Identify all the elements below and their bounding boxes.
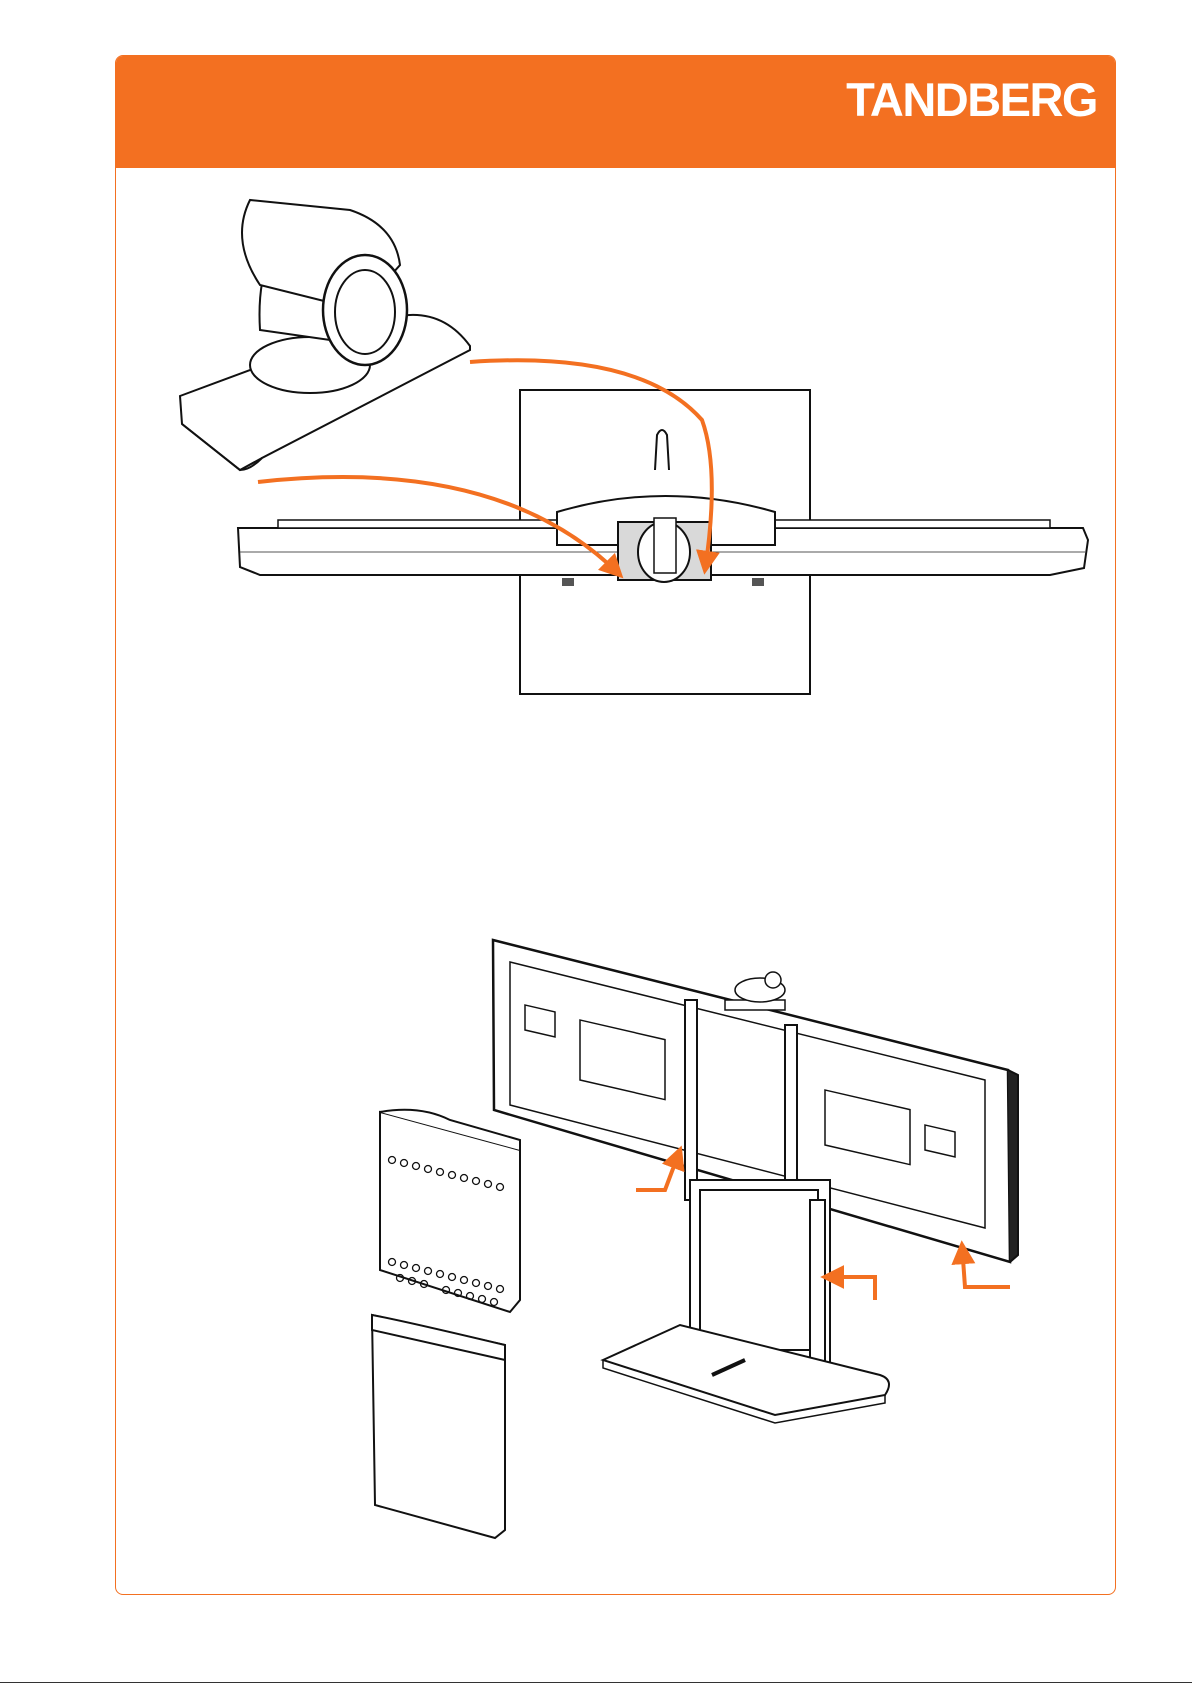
camera-mounting-diagram xyxy=(180,200,1088,694)
mini-camera xyxy=(725,972,785,1010)
lower-cover xyxy=(372,1315,505,1538)
footer-rule xyxy=(0,1682,1192,1683)
mount-post xyxy=(655,430,669,470)
stand-cover-assembly-diagram xyxy=(372,940,1018,1538)
pointer-arrow-center xyxy=(825,1277,875,1300)
upper-cover xyxy=(380,1110,520,1312)
camera-unit xyxy=(180,200,470,470)
